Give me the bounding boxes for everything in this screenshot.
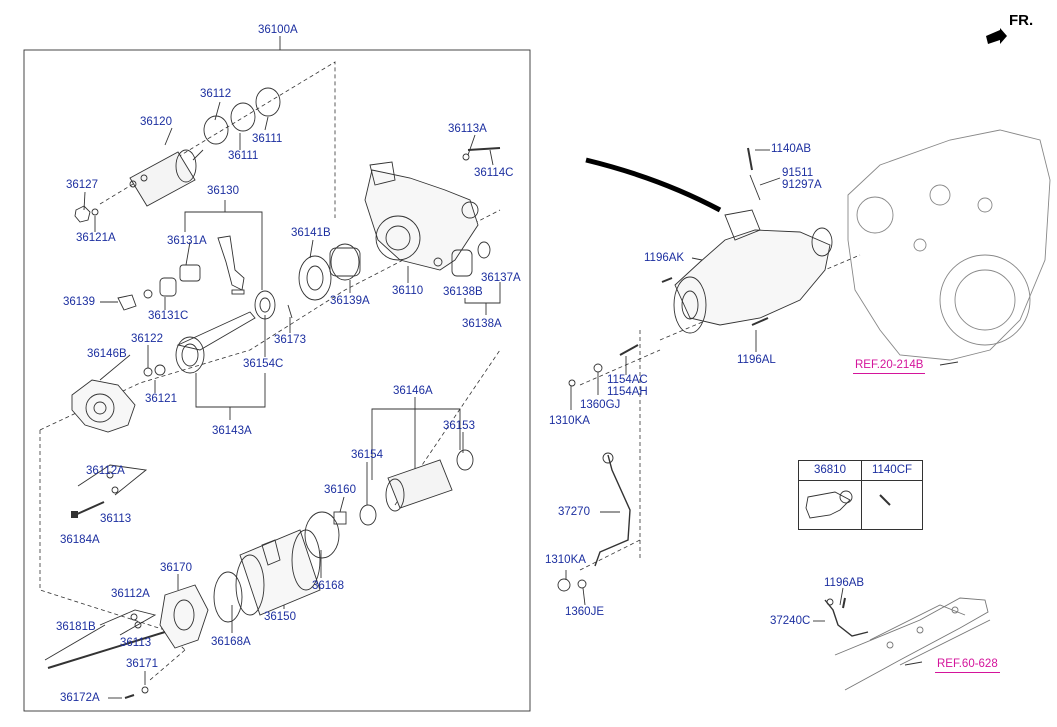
label-assembly-36100a[interactable]: 36100A — [258, 24, 298, 36]
label-part-1310ka-lower[interactable]: 1310KA — [545, 554, 586, 566]
label-part-36154[interactable]: 36154 — [351, 449, 383, 461]
fr-label: FR. — [1009, 12, 1034, 29]
label-part-36120[interactable]: 36120 — [140, 116, 172, 128]
label-part-36146b[interactable]: 36146B — [87, 348, 127, 360]
label-part-1196al[interactable]: 1196AL — [737, 354, 776, 366]
label-part-36146a[interactable]: 36146A — [393, 385, 433, 397]
label-part-36112[interactable]: 36112 — [200, 88, 232, 100]
label-part-36114c[interactable]: 36114C — [474, 167, 514, 179]
label-part-36160[interactable]: 36160 — [324, 484, 356, 496]
label-part-36113a[interactable]: 36113A — [448, 123, 487, 135]
parts-table: 36810 1140CF — [798, 460, 923, 530]
label-part-36131c[interactable]: 36131C — [148, 310, 189, 322]
label-part-37240c[interactable]: 37240C — [770, 615, 811, 627]
forward-arrow-icon — [986, 28, 1007, 44]
label-part-36171[interactable]: 36171 — [126, 658, 158, 670]
label-part-36181b[interactable]: 36181B — [56, 621, 96, 633]
label-part-1310ka-upper[interactable]: 1310KA — [549, 415, 590, 427]
label-part-1360je[interactable]: 1360JE — [565, 606, 605, 618]
label-part-36173[interactable]: 36173 — [274, 334, 306, 346]
reference-link-60-628[interactable]: REF.60-628 — [935, 656, 1000, 673]
label-part-36172a[interactable]: 36172A — [60, 692, 100, 704]
label-part-36154c[interactable]: 36154C — [243, 358, 284, 370]
table-divider — [861, 461, 862, 529]
label-part-1154ac[interactable]: 1154AC — [607, 374, 648, 386]
assembly-frame — [23, 49, 531, 712]
label-part-37270[interactable]: 37270 — [558, 506, 590, 518]
label-part-36121a[interactable]: 36121A — [76, 232, 116, 244]
label-part-36138b[interactable]: 36138B — [443, 286, 483, 298]
label-part-36113-lower[interactable]: 36113 — [120, 637, 152, 649]
label-part-36139a[interactable]: 36139A — [330, 295, 370, 307]
label-part-36113-upper[interactable]: 36113 — [100, 513, 132, 525]
label-part-1140ab[interactable]: 1140AB — [771, 143, 812, 155]
label-part-36127[interactable]: 36127 — [66, 179, 98, 191]
label-part-36111-lower[interactable]: 36111 — [228, 150, 259, 162]
label-part-36168[interactable]: 36168 — [312, 580, 344, 592]
label-part-91297a[interactable]: 91297A — [782, 179, 822, 191]
label-part-36153[interactable]: 36153 — [443, 420, 475, 432]
label-part-36130[interactable]: 36130 — [207, 185, 239, 197]
label-part-36111-upper[interactable]: 36111 — [252, 133, 283, 145]
label-part-36141b[interactable]: 36141B — [291, 227, 331, 239]
label-part-36112a-lower[interactable]: 36112A — [111, 588, 150, 600]
label-part-36121[interactable]: 36121 — [145, 393, 177, 405]
label-part-36184a[interactable]: 36184A — [60, 534, 100, 546]
label-part-36110[interactable]: 36110 — [392, 285, 424, 297]
label-part-1360gj[interactable]: 1360GJ — [580, 399, 621, 411]
label-part-36168a[interactable]: 36168A — [211, 636, 251, 648]
label-part-1196ak[interactable]: 1196AK — [644, 252, 685, 264]
table-header-36810[interactable]: 36810 — [799, 461, 861, 481]
label-part-36112a-upper[interactable]: 36112A — [86, 465, 125, 477]
label-part-91511[interactable]: 91511 — [782, 167, 814, 179]
label-part-36138a[interactable]: 36138A — [462, 318, 502, 330]
label-part-36150[interactable]: 36150 — [264, 611, 296, 623]
label-part-36170[interactable]: 36170 — [160, 562, 192, 574]
label-part-36131a[interactable]: 36131A — [167, 235, 207, 247]
label-part-1154ah[interactable]: 1154AH — [607, 386, 648, 398]
label-part-36122[interactable]: 36122 — [131, 333, 163, 345]
reference-link-20-214b[interactable]: REF.20-214B — [853, 357, 926, 374]
label-part-36139[interactable]: 36139 — [63, 296, 95, 308]
label-part-36143a[interactable]: 36143A — [212, 425, 252, 437]
table-header-1140cf[interactable]: 1140CF — [862, 461, 922, 481]
label-part-1196ab[interactable]: 1196AB — [824, 577, 865, 589]
label-part-36137a[interactable]: 36137A — [481, 272, 521, 284]
